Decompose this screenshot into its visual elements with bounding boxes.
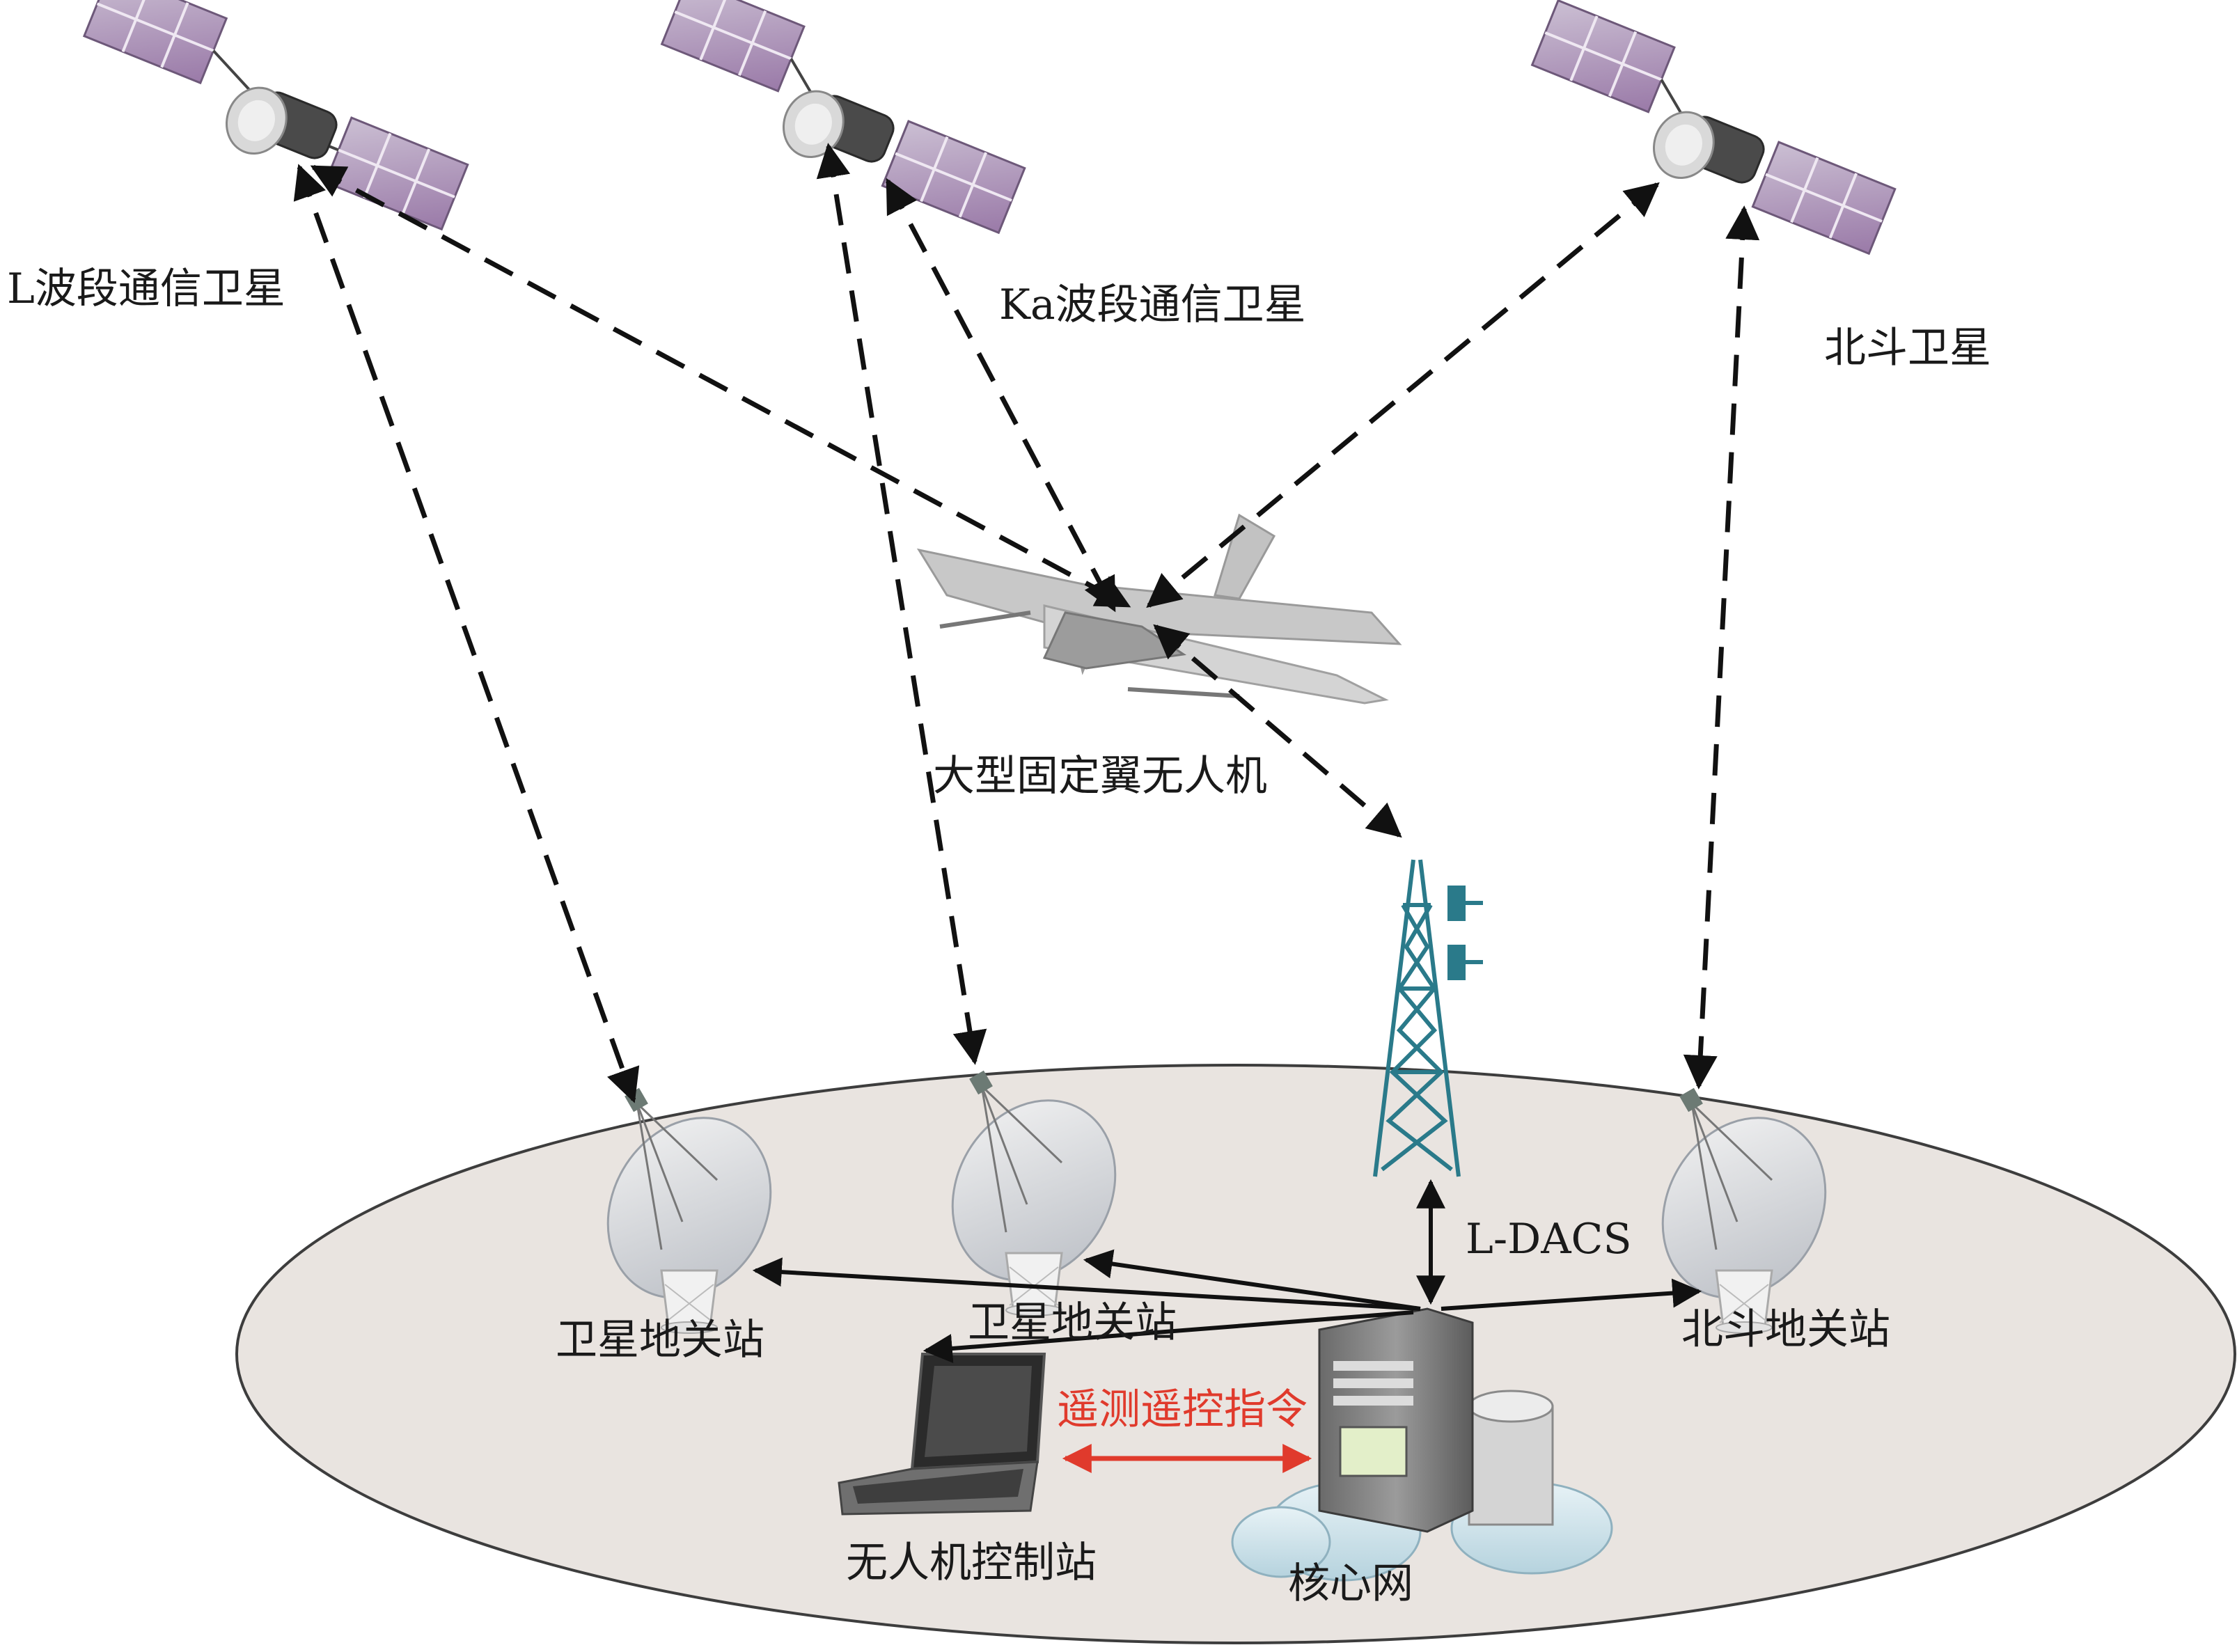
link-uav-tower <box>1153 624 1402 838</box>
link-lsat-uav <box>310 164 1131 608</box>
link-core-beidou-gateway <box>1441 1278 1702 1311</box>
link-kasat-gateway2 <box>816 143 987 1065</box>
label-satellite-gateway-1: 卫星地关站 <box>556 1316 764 1364</box>
satellite-l-band-icon <box>82 0 469 231</box>
link-kasat-uav <box>885 178 1117 613</box>
satellite-beidou-icon <box>1530 0 1897 255</box>
link-beidou-uav <box>1146 182 1660 608</box>
link-lsat-gateway1 <box>293 164 640 1103</box>
link-core-gateway2 <box>1083 1249 1421 1311</box>
label-l-band-satellite: L波段通信卫星 <box>7 265 285 313</box>
label-beidou-gateway: 北斗地关站 <box>1681 1305 1890 1354</box>
label-beidou-satellite: 北斗卫星 <box>1824 324 1991 372</box>
link-core-gateway1 <box>752 1257 1421 1311</box>
satellite-ka-band-icon <box>660 0 1026 235</box>
radio-tower-icon <box>1373 859 1483 1177</box>
label-uav-control-station: 无人机控制站 <box>846 1539 1097 1587</box>
label-satellite-gateway-2: 卫星地关站 <box>968 1298 1177 1347</box>
label-telemetry-command: 遥测遥控指令 <box>1057 1385 1308 1434</box>
link-beidou-gateway <box>1683 205 1760 1089</box>
label-ldacs: L-DACS <box>1466 1215 1632 1264</box>
laptop-icon <box>838 1353 1046 1516</box>
ground-links <box>752 1179 1702 1363</box>
label-core-network: 核心网 <box>1288 1559 1413 1608</box>
core-network-server-icon <box>1231 1307 1613 1582</box>
label-uav: 大型固定翼无人机 <box>933 752 1267 801</box>
label-ka-band-satellite: Ka波段通信卫星 <box>999 281 1306 329</box>
link-arrows <box>293 143 1760 1103</box>
uav-icon <box>916 513 1402 705</box>
link-core-laptop <box>923 1310 1414 1363</box>
